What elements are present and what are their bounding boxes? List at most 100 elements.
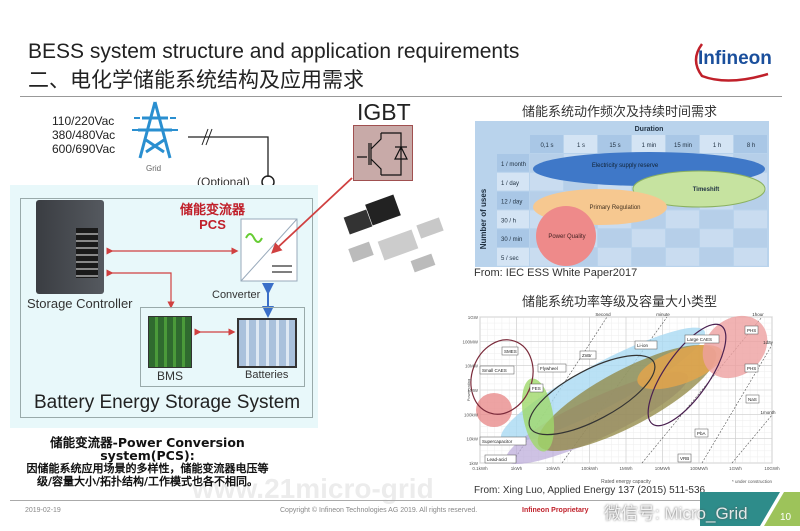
page-number-badge (700, 492, 800, 526)
slide-title-en: BESS system structure and application re… (28, 40, 520, 63)
footnote: * under construction (732, 479, 773, 484)
label-timeshift: Timeshift (693, 187, 720, 193)
wechat-watermark: 微信号: Micro_Grid (604, 504, 748, 523)
outline-nas (647, 323, 727, 427)
technology-label: PHS (747, 328, 756, 333)
technology-box (744, 363, 759, 373)
x-axis-label: Rated energy capacity (601, 479, 651, 485)
technology-box (677, 453, 692, 463)
igbt-arrow (271, 177, 353, 254)
grid-cell (632, 248, 665, 266)
grid-cell (700, 210, 733, 229)
controller-bms-arrow (106, 269, 175, 309)
duration-cell (734, 135, 767, 153)
duration-label: 15 min (674, 143, 692, 149)
infineon-logo: Infineon (688, 38, 778, 82)
technology-box (634, 340, 658, 350)
grid-cell (666, 210, 699, 229)
time-line-label: 1hour (752, 312, 764, 317)
duration-cell (700, 135, 733, 153)
uses-header: Number of uses (479, 188, 488, 249)
x-tick-label: 0.1kWh (472, 466, 488, 471)
grid-tower-icon (132, 101, 178, 159)
y-tick-label: 1kW (469, 461, 479, 466)
logo-text: Infineon (698, 48, 772, 69)
connection-arrows (106, 177, 353, 336)
technology-box (694, 428, 709, 438)
voltage-1: 110/220Vac (52, 114, 115, 128)
outline-znbr (528, 354, 656, 436)
frequency-label: 1 / day (501, 181, 519, 187)
frequency-cell (497, 191, 529, 210)
duration-cell (632, 135, 665, 153)
technology-label: NaS (748, 397, 757, 402)
storage-controller-image (36, 200, 104, 294)
converter-icon (240, 218, 298, 282)
usage-chart-title: 储能系统动作频次及持续时间需求 (522, 105, 718, 120)
technology-box (579, 350, 597, 360)
technology-label: VRB (680, 456, 689, 461)
grid-cell (700, 229, 733, 247)
frequency-cell (497, 154, 529, 172)
bess-label: Battery Energy Storage System (34, 392, 301, 413)
y-tick-label: 1GW (468, 315, 479, 320)
page-number: 10 (780, 512, 792, 523)
duration-cell (564, 135, 597, 153)
footer-proprietary: Infineon Proprietary (522, 507, 589, 514)
time-line (701, 344, 773, 464)
technology-box (479, 436, 527, 446)
frequency-cell (497, 172, 529, 191)
footer-divider (10, 500, 710, 501)
duration-label: 15 s (609, 143, 620, 149)
grid-label: Grid (146, 164, 162, 173)
technology-label: FES (532, 386, 541, 391)
grid-cell (666, 248, 699, 266)
rating-chart-source: From: Xing Luo, Applied Energy 137 (2015… (474, 485, 706, 496)
technology-box (529, 383, 544, 393)
pcs-label: 储能变流器 PCS (180, 202, 245, 232)
duration-cell (598, 135, 631, 153)
label-power-quality: Power Quality (548, 234, 585, 240)
frequency-cell (497, 248, 529, 266)
technology-box (745, 394, 760, 404)
technology-label: PHS (747, 366, 756, 371)
rating-chart-title: 储能系统功率等级及容量大小类型 (522, 295, 718, 310)
pcs-note-heading: 储能变流器-Power Conversion system(PCS): (50, 435, 245, 463)
duration-label: 1 s (577, 143, 585, 149)
voltage-2: 380/480Vac (52, 128, 116, 142)
technology-box (744, 325, 759, 335)
y-axis-label: Power rating (466, 379, 471, 401)
technology-label: Small CAES (482, 368, 507, 373)
time-line-label: minute (656, 312, 670, 317)
duration-label: 1 min (642, 143, 657, 149)
duration-label: 0,1 s (540, 143, 553, 149)
pcs-label-cn: 储能变流器 (180, 202, 246, 217)
batteries-image (237, 318, 297, 368)
frequency-cell (497, 229, 529, 247)
label-primary-regulation: Primary Regulation (589, 205, 640, 211)
duration-label: 1 h (713, 143, 721, 149)
usage-chart-source: From: IEC ESS White Paper2017 (474, 267, 638, 279)
x-tick-label: 1GWh (729, 466, 742, 471)
duration-cell (666, 135, 699, 153)
grid-cell (666, 229, 699, 247)
time-line-label: Second (595, 312, 611, 317)
pcs-note: 储能变流器-Power Conversion system(PCS): 因储能系… (20, 436, 275, 488)
header-divider (20, 96, 782, 97)
technology-label: Lead-acid (487, 457, 507, 462)
technology-label: PbA (697, 431, 706, 436)
slide-title-cn: 二、电化学储能系统结构及应用需求 (28, 68, 364, 92)
label-electricity-supply-reserve: Electricity supply reserve (592, 163, 659, 169)
time-line-label: 1day (763, 340, 774, 345)
x-tick-label: 10kWh (546, 466, 561, 471)
technology-label: Supercapacitor (482, 439, 513, 444)
watermark: www.21micro-grid (192, 473, 434, 504)
duration-label: 8 h (747, 143, 755, 149)
frequency-label: 30 / min (501, 237, 522, 243)
storage-controller-label: Storage Controller (27, 296, 133, 311)
region-supercapacitor (476, 393, 512, 427)
bms-label: BMS (157, 369, 184, 383)
y-tick-label: 10MW (465, 364, 479, 369)
technology-box (537, 363, 567, 373)
